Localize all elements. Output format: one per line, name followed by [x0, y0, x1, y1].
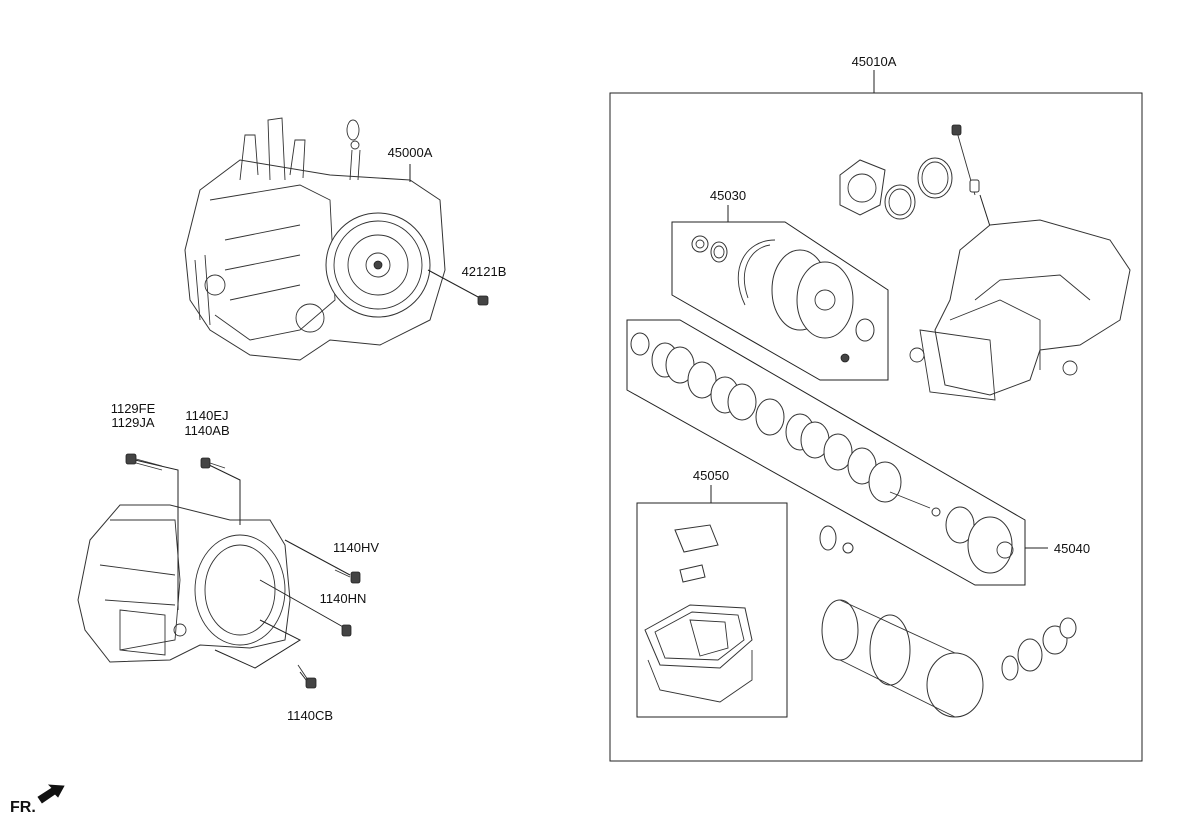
- label-1140hn: 1140HN: [320, 591, 367, 606]
- transaxle-assembly: [184, 117, 446, 361]
- front-direction-marker: FR.: [10, 784, 65, 816]
- label-1140ab: 1140AB: [184, 423, 229, 438]
- bolt-42121b: [427, 269, 489, 306]
- label-1140ej: 1140EJ: [185, 408, 228, 423]
- fr-label: FR.: [10, 799, 36, 816]
- loose-parts: [819, 525, 1077, 718]
- transaxle-case: [77, 504, 291, 663]
- group-45050-box: [636, 502, 788, 718]
- group-45040-box: [626, 319, 1026, 586]
- label-42121b: 42121B: [462, 264, 507, 279]
- label-45040: 45040: [1054, 541, 1090, 556]
- label-45010a: 45010A: [852, 54, 897, 69]
- group-45050-parts: [644, 524, 753, 703]
- kit-45010a-box: [609, 92, 1143, 762]
- label-45000a: 45000A: [388, 145, 433, 160]
- label-1140hv: 1140HV: [333, 540, 379, 555]
- label-45050: 45050: [693, 468, 729, 483]
- label-45030: 45030: [710, 188, 746, 203]
- case-and-seals: [839, 124, 1131, 401]
- bolts-case: [125, 453, 361, 689]
- front-arrow-icon: [37, 784, 65, 804]
- label-1140cb: 1140CB: [287, 708, 333, 723]
- label-1129fe: 1129FE: [111, 401, 156, 416]
- group-45030-box: [671, 221, 889, 381]
- group-45030-parts: [691, 235, 875, 363]
- label-1129ja: 1129JA: [111, 415, 154, 430]
- group-45040-parts: [630, 332, 1014, 574]
